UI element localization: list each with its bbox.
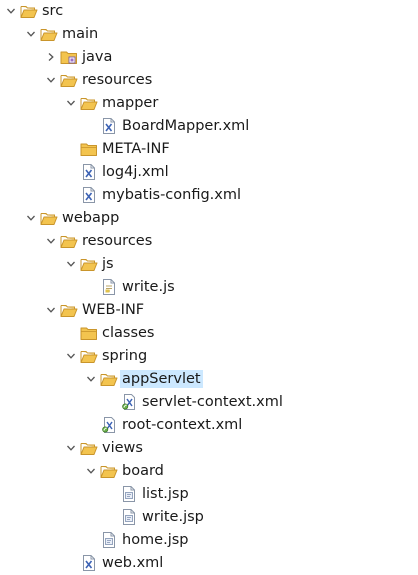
tree-folder-js[interactable]: js [0, 253, 418, 276]
tree-item-label: list.jsp [142, 486, 189, 502]
chevron-right-icon[interactable] [44, 50, 58, 64]
tree-folder-webapp[interactable]: webapp [0, 207, 418, 230]
tree-item-label: mapper [102, 95, 159, 111]
tree-file-write-jsp[interactable]: write.jsp [0, 506, 418, 529]
tree-item-label: mybatis-config.xml [102, 187, 242, 203]
tree-item-label: appServlet [120, 370, 203, 388]
chevron-down-icon[interactable] [84, 464, 98, 478]
chevron-down-icon[interactable] [44, 234, 58, 248]
folder-open-icon [60, 72, 78, 88]
xml-file-icon [80, 555, 98, 571]
tree-folder-meta-inf[interactable]: META-INF [0, 138, 418, 161]
chevron-down-icon[interactable] [64, 441, 78, 455]
chevron-down-icon[interactable] [44, 303, 58, 317]
folder-icon [80, 325, 98, 341]
tree-item-label: home.jsp [122, 532, 189, 548]
tree-file-write-js[interactable]: write.js [0, 276, 418, 299]
js-file-icon [100, 279, 118, 295]
chevron-down-icon[interactable] [64, 349, 78, 363]
tree-item-label: servlet-context.xml [142, 394, 283, 410]
chevron-down-icon[interactable] [24, 27, 38, 41]
tree-file-list-jsp[interactable]: list.jsp [0, 483, 418, 506]
xml-file-icon [80, 164, 98, 180]
tree-item-label: WEB-INF [82, 302, 145, 318]
folder-open-icon [80, 256, 98, 272]
tree-file-servlet-context-xml[interactable]: servlet-context.xml [0, 391, 418, 414]
tree-folder-main[interactable]: main [0, 23, 418, 46]
tree-folder-classes[interactable]: classes [0, 322, 418, 345]
chevron-down-icon[interactable] [84, 372, 98, 386]
tree-item-label: spring [102, 348, 148, 364]
tree-file-boardmapper-xml[interactable]: BoardMapper.xml [0, 115, 418, 138]
folder-open-icon [60, 302, 78, 318]
xml-file-icon [100, 118, 118, 134]
tree-folder-java[interactable]: java [0, 46, 418, 69]
folder-icon [80, 141, 98, 157]
tree-file-root-context-xml[interactable]: root-context.xml [0, 414, 418, 437]
tree-item-label: java [82, 49, 113, 65]
tree-folder-web-inf[interactable]: WEB-INF [0, 299, 418, 322]
folder-open-icon [40, 26, 58, 42]
tree-folder-board[interactable]: board [0, 460, 418, 483]
tree-item-label: log4j.xml [102, 164, 169, 180]
tree-item-label: js [102, 256, 114, 272]
folder-open-icon [60, 233, 78, 249]
tree-folder-resources[interactable]: resources [0, 230, 418, 253]
tree-item-label: board [122, 463, 164, 479]
chevron-down-icon[interactable] [4, 4, 18, 18]
tree-item-label: META-INF [102, 141, 170, 157]
folder-open-icon [40, 210, 58, 226]
tree-item-label: write.js [122, 279, 175, 295]
tree-file-mybatis-config-xml[interactable]: mybatis-config.xml [0, 184, 418, 207]
tree-item-label: BoardMapper.xml [122, 118, 250, 134]
jsp-file-icon [120, 509, 138, 525]
tree-folder-src[interactable]: src [0, 0, 418, 23]
spring-xml-file-icon [100, 417, 118, 433]
tree-folder-views[interactable]: views [0, 437, 418, 460]
folder-open-icon [80, 95, 98, 111]
tree-item-label: src [42, 3, 64, 19]
chevron-down-icon[interactable] [64, 96, 78, 110]
tree-file-log4j-xml[interactable]: log4j.xml [0, 161, 418, 184]
jsp-file-icon [100, 532, 118, 548]
tree-item-label: classes [102, 325, 155, 341]
xml-file-icon [80, 187, 98, 203]
folder-open-icon [80, 348, 98, 364]
tree-file-web-xml[interactable]: web.xml [0, 552, 418, 575]
folder-open-icon [100, 371, 118, 387]
tree-item-label: resources [82, 72, 153, 88]
tree-item-label: main [62, 26, 99, 42]
tree-item-label: web.xml [102, 555, 164, 571]
jsp-file-icon [120, 486, 138, 502]
tree-folder-resources[interactable]: resources [0, 69, 418, 92]
tree-item-label: webapp [62, 210, 120, 226]
chevron-down-icon[interactable] [24, 211, 38, 225]
source-folder-icon [60, 49, 78, 65]
tree-item-label: resources [82, 233, 153, 249]
tree-item-label: views [102, 440, 143, 456]
tree-file-home-jsp[interactable]: home.jsp [0, 529, 418, 552]
folder-open-icon [20, 3, 38, 19]
folder-open-icon [100, 463, 118, 479]
spring-xml-file-icon [120, 394, 138, 410]
chevron-down-icon[interactable] [64, 257, 78, 271]
tree-item-label: write.jsp [142, 509, 204, 525]
tree-item-label: root-context.xml [122, 417, 243, 433]
tree-folder-appservlet[interactable]: appServlet [0, 368, 418, 391]
tree-folder-mapper[interactable]: mapper [0, 92, 418, 115]
tree-folder-spring[interactable]: spring [0, 345, 418, 368]
chevron-down-icon[interactable] [44, 73, 58, 87]
folder-open-icon [80, 440, 98, 456]
